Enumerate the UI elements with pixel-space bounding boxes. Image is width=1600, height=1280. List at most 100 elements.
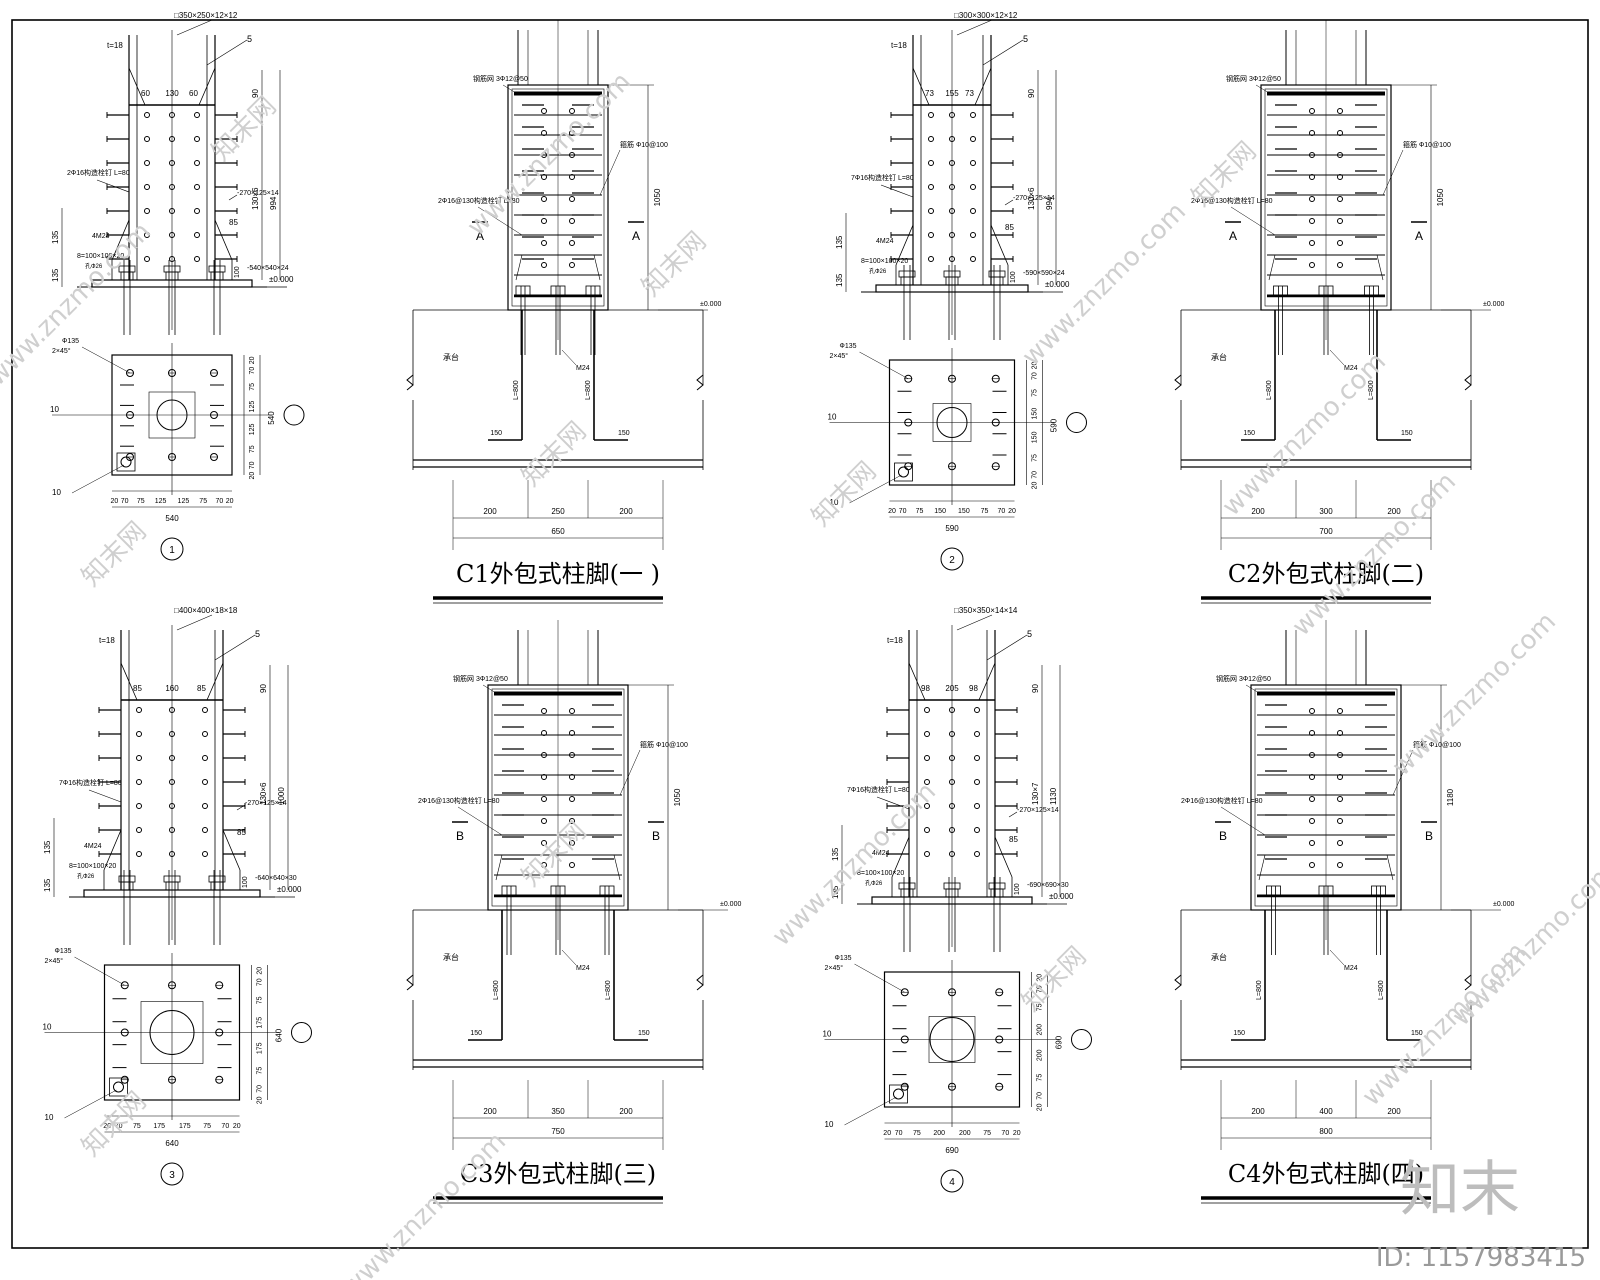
line xyxy=(978,662,996,701)
section-cut-label: A xyxy=(1229,229,1237,243)
line xyxy=(502,84,517,94)
outline xyxy=(599,885,615,897)
label: L=800 xyxy=(1378,980,1385,1000)
label: 300 xyxy=(1319,507,1333,516)
label: 4M24 xyxy=(84,843,102,850)
label: 200 xyxy=(483,1107,497,1116)
label: 200 xyxy=(1251,507,1265,516)
line xyxy=(206,39,248,66)
bolt-hole xyxy=(169,232,175,238)
bolt-hole xyxy=(1309,196,1315,202)
bolt-hole xyxy=(1337,240,1343,246)
line xyxy=(88,789,122,803)
line xyxy=(1255,84,1270,94)
label: 75 xyxy=(249,445,256,453)
line xyxy=(1382,149,1404,196)
label: 钢筋网 3Ф12@50 xyxy=(1216,674,1271,683)
bolt-hole xyxy=(949,707,955,713)
bolt-hole xyxy=(194,160,200,166)
label: 75 xyxy=(137,498,145,505)
label: 800 xyxy=(1319,1127,1333,1136)
outline xyxy=(990,888,1004,898)
label: 540 xyxy=(267,411,276,425)
outline xyxy=(1260,84,1392,311)
bolt-hole xyxy=(1309,108,1315,114)
outline xyxy=(120,271,134,281)
detail-marker xyxy=(160,537,184,561)
label: 650 xyxy=(551,527,565,536)
label: 1180 xyxy=(1446,788,1455,806)
line xyxy=(986,634,1028,661)
outline xyxy=(165,271,179,281)
line xyxy=(844,1096,897,1126)
bolt-hole xyxy=(949,136,955,142)
label: 640 xyxy=(275,1028,284,1042)
bolt-hole xyxy=(970,232,976,238)
label: 150 xyxy=(1401,430,1413,437)
label: ±0.000 xyxy=(720,901,741,908)
label: 20 xyxy=(249,472,256,480)
label: 90 xyxy=(1027,89,1036,98)
outline xyxy=(1266,885,1281,897)
line xyxy=(982,39,1024,66)
bolt-hole xyxy=(202,707,208,713)
label: 690 xyxy=(945,1146,959,1155)
detail-number: 3 xyxy=(169,1170,175,1181)
label: 10 xyxy=(50,405,59,414)
label: 150 xyxy=(618,430,630,437)
line xyxy=(912,67,930,106)
section-cut-label: B xyxy=(652,829,660,843)
outline xyxy=(210,271,224,281)
label: 承台 xyxy=(443,352,459,362)
label: ±0.000 xyxy=(1049,892,1074,901)
bolt-hole xyxy=(1337,218,1343,224)
label: 85 xyxy=(237,828,246,837)
bolt-hole xyxy=(1337,174,1343,180)
label: M24 xyxy=(1344,365,1358,372)
bolt-hole xyxy=(136,779,142,785)
outline xyxy=(894,462,913,482)
line xyxy=(495,854,503,881)
break-line xyxy=(1464,374,1472,391)
label: 125 xyxy=(178,498,190,505)
outline xyxy=(889,1084,908,1104)
label: 994 xyxy=(269,196,278,210)
bolt-hole xyxy=(1309,174,1315,180)
bolt-hole xyxy=(974,851,980,857)
line xyxy=(64,1089,117,1119)
bolt-hole xyxy=(144,136,150,142)
bolt-hole xyxy=(949,232,955,238)
detail-marker xyxy=(940,1169,964,1193)
outline xyxy=(120,881,134,891)
bolt-hole xyxy=(1337,752,1343,758)
bolt-hole xyxy=(949,779,955,785)
bolt-hole xyxy=(541,108,547,114)
line xyxy=(482,684,497,694)
bolt-hole xyxy=(569,752,575,758)
outline xyxy=(491,688,625,907)
outline xyxy=(900,276,914,286)
anchor-nut xyxy=(113,1081,124,1093)
bolt-hole xyxy=(1337,196,1343,202)
line xyxy=(1392,749,1414,796)
section-marker xyxy=(283,404,305,426)
label: 994 xyxy=(1045,196,1054,210)
detail-marker xyxy=(160,1162,184,1186)
bolt-hole xyxy=(541,240,547,246)
label: M24 xyxy=(576,965,590,972)
label: 150 xyxy=(470,1030,482,1037)
line xyxy=(457,806,503,836)
bolt-hole xyxy=(949,731,955,737)
label: 640 xyxy=(165,1139,179,1148)
label: 75 xyxy=(203,1123,211,1130)
label: 75 xyxy=(257,996,264,1004)
encasement-title: C1外包式柱脚(一 ) xyxy=(456,560,660,588)
outline xyxy=(487,684,629,911)
label: 1000 xyxy=(277,787,286,805)
bolt-hole xyxy=(974,827,980,833)
bolt-hole xyxy=(974,707,980,713)
label: 孔Ф26 xyxy=(85,262,103,270)
label: 20 xyxy=(888,508,896,515)
line xyxy=(956,19,993,36)
